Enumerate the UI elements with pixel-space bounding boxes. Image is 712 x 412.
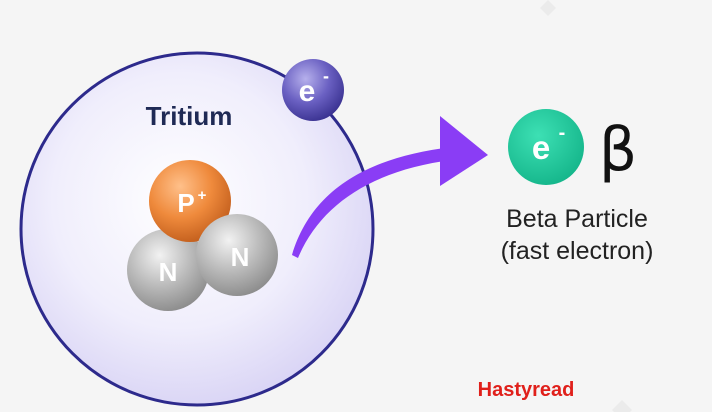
neutron-left: N [127,229,209,311]
neutron-right: N [196,214,278,296]
atom-title: Tritium [146,101,233,131]
beta-electron: e - [508,109,584,185]
caption-line-2: (fast electron) [501,237,654,265]
proton: P + [149,160,231,242]
proton-sphere [149,160,231,242]
background-decoration [540,0,556,16]
neutron-left-sphere [127,229,209,311]
orbit-electron: e - [282,59,344,121]
orbit-electron-symbol: e [299,75,316,108]
orbit-electron-sphere [282,59,344,121]
watermark-text: Hastyread [478,379,575,401]
beta-electron-symbol: e [532,129,550,166]
nucleus: N P + N [127,160,278,311]
neutron-right-sphere [196,214,278,296]
proton-symbol: P [177,188,194,218]
beta-electron-sphere [508,109,584,185]
beta-symbol: β [599,115,637,185]
caption-line-1: Beta Particle [506,205,648,233]
beta-electron-charge: - [559,122,566,144]
background-decoration [612,400,632,412]
curved-arrow-icon [292,116,488,258]
orbit-electron-charge: - [323,66,329,86]
neutron-right-symbol: N [231,242,250,272]
proton-charge: + [198,187,207,204]
neutron-left-symbol: N [159,257,178,287]
